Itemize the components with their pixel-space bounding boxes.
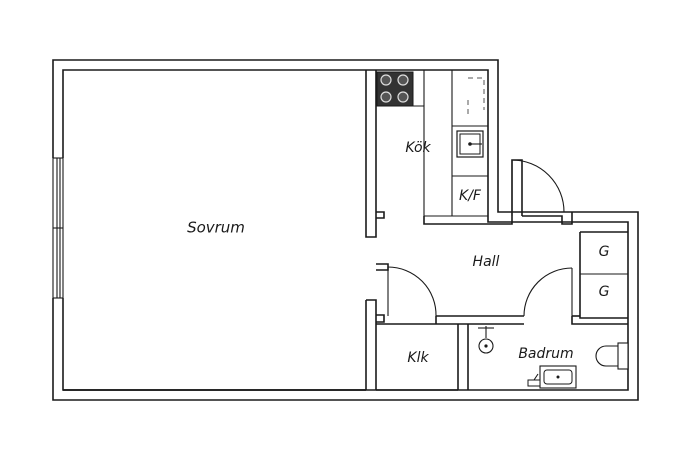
room-label-g-lower: G (599, 284, 610, 300)
room-label-g-upper: G (599, 244, 610, 260)
sink-icon (456, 130, 484, 158)
room-label-kf: K/F (459, 188, 482, 204)
klk-walls (376, 323, 458, 391)
badrum-door (523, 267, 573, 317)
washbasin-icon (527, 365, 577, 389)
toilet-icon (595, 342, 629, 370)
room-label-kok: Kök (405, 140, 431, 156)
klk-door (387, 266, 437, 317)
room-label-hall: Hall (473, 254, 500, 270)
stove-icon (376, 71, 414, 107)
room-label-sovrum: Sovrum (187, 219, 245, 237)
wall-sovrum (63, 70, 385, 391)
room-label-badrum: Badrum (518, 346, 573, 362)
shower-icon (478, 326, 494, 354)
room-label-klk: Klk (407, 350, 429, 366)
window-sovrum (52, 157, 64, 299)
kitchen (376, 70, 513, 225)
entrance-door (511, 159, 565, 216)
